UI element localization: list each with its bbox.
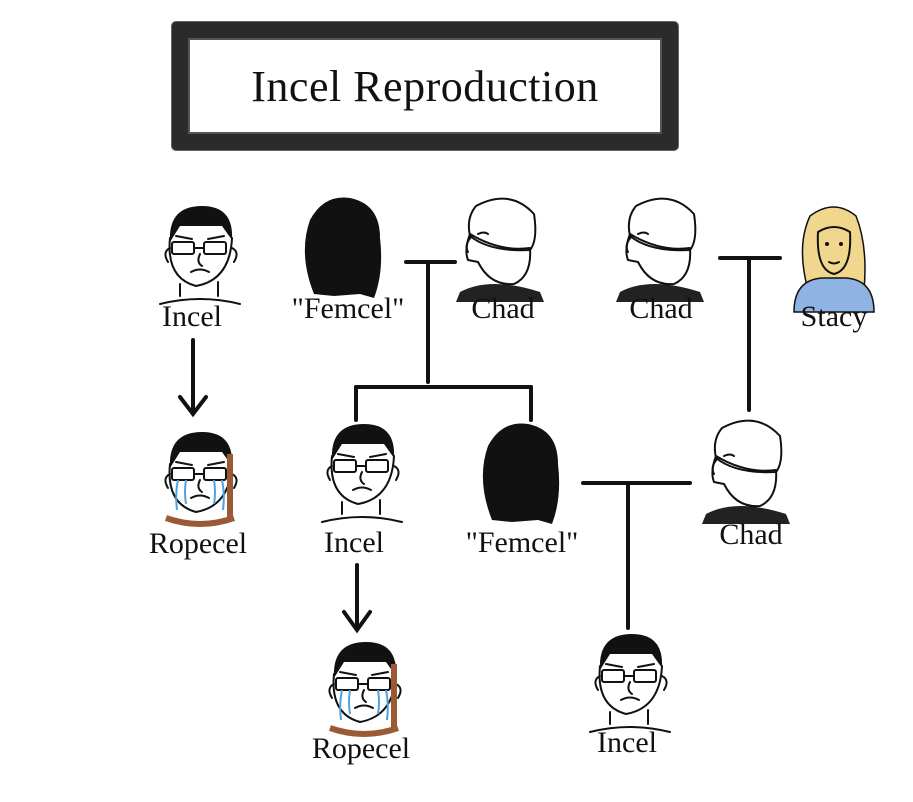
incel-face-1 — [159, 206, 241, 305]
arrow-head-incel1 — [178, 395, 208, 418]
node-label-stacy-1: Stacy — [800, 300, 868, 333]
arrow-head-incel2 — [342, 610, 372, 634]
node-label-incel-2: Incel — [324, 526, 384, 559]
tears-ropecel-face-2 — [339, 689, 389, 721]
node-label-incel-1: Incel — [162, 300, 222, 333]
noose-rope-ropecel-face-1 — [165, 515, 235, 527]
femcel-face-2 — [482, 423, 560, 524]
node-label-femcel-1: "Femcel" — [291, 292, 405, 325]
node-label-chad-2: Chad — [629, 292, 693, 325]
stacy-face-1 — [793, 206, 875, 313]
noose-rope-ropecel-face-2 — [329, 725, 399, 737]
chad-face-3 — [702, 419, 790, 524]
node-label-incel-3: Incel — [597, 726, 657, 759]
incel-face-3 — [589, 634, 671, 733]
femcel-face-1 — [304, 197, 382, 298]
node-label-chad-3: Chad — [719, 518, 783, 551]
diagram-title: Incel Reproduction — [251, 61, 599, 111]
ropecel-face-1 — [164, 432, 238, 527]
chad-face-1 — [456, 197, 544, 302]
node-label-ropecel-1: Ropecel — [148, 527, 248, 560]
node-label-ropecel-2: Ropecel — [311, 732, 411, 765]
tears-ropecel-face-1 — [175, 479, 225, 511]
chad-face-2 — [616, 197, 704, 302]
title-frame: Incel Reproduction — [172, 22, 678, 150]
node-label-femcel-2: "Femcel" — [465, 526, 579, 559]
incel-face-2 — [321, 424, 403, 523]
ropecel-face-2 — [328, 642, 402, 737]
node-label-chad-1: Chad — [471, 292, 535, 325]
